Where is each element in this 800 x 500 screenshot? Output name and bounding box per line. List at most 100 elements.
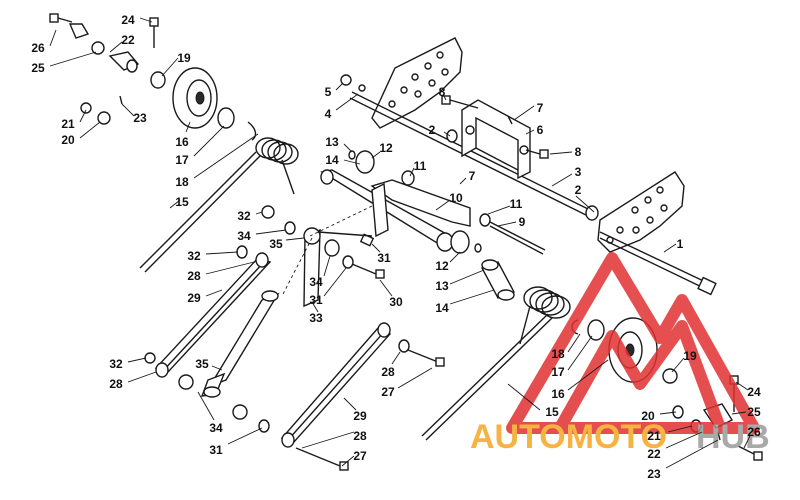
callout-number-32: 32 [237,209,251,223]
callout-leader-22 [109,41,123,53]
callout-leader-8 [549,151,573,155]
shock-absorber-35 [200,290,280,398]
washer-2a [446,129,458,143]
callout-leader-8 [443,95,447,101]
callout-number-34: 34 [237,229,251,243]
callout-number-15: 15 [545,405,559,419]
callout-leader-35 [211,365,223,371]
callout-number-22: 22 [121,33,135,47]
watermark-text-hub: HUB [696,418,770,456]
front-arm-tube [320,169,471,252]
callout-number-35: 35 [195,357,209,371]
callout-number-4: 4 [325,107,332,121]
callout-leader-15 [507,383,541,411]
callout-number-18: 18 [175,175,189,189]
callout-number-28: 28 [381,365,395,379]
callout-number-31: 31 [209,443,223,457]
callout-number-31: 31 [309,293,323,307]
callout-number-19: 19 [683,349,697,363]
watermark-text-main: AUTOMOTO [470,418,667,456]
callout-number-34: 34 [209,421,223,435]
bolt-8-lower [525,149,549,159]
watermark-triangle [506,252,760,434]
pin-7a [507,115,513,125]
callout-number-35: 35 [269,237,283,251]
callout-leader-15 [169,199,181,209]
bolt-8-upper [441,95,479,109]
callout-leader-7 [513,105,535,121]
callout-number-22: 22 [647,447,661,461]
callout-leader-29 [343,397,357,411]
callout-leader-20 [79,121,101,139]
callout-leader-19 [671,357,685,373]
callout-number-8: 8 [575,145,582,159]
callout-number-17: 17 [175,153,189,167]
callout-number-26: 26 [747,425,761,439]
callout-leader-5 [335,83,343,91]
callout-leader-22 [665,431,703,449]
callout-leader-17 [567,335,593,371]
callout-number-28: 28 [353,429,367,443]
callout-number-21: 21 [61,117,75,131]
callout-number-24: 24 [747,385,761,399]
callout-number-11: 11 [414,159,427,173]
callout-number-27: 27 [353,449,367,463]
callout-leader-11 [487,205,511,215]
callout-leader-4 [335,93,359,111]
callout-leader-31 [371,243,381,253]
callout-number-20: 20 [61,133,75,147]
callout-leader-28 [205,261,255,275]
callout-number-27: 27 [381,385,395,399]
callout-leader-28 [301,431,355,449]
callout-number-16: 16 [175,135,189,149]
frame-rail-upper [371,37,463,129]
callout-leader-13 [449,269,485,285]
callout-leader-35 [285,237,305,241]
callout-number-16: 16 [551,387,565,401]
callout-leader-7 [459,177,467,185]
callout-leader-12 [371,151,381,159]
callout-number-31: 31 [377,251,391,265]
callout-leader-29 [205,289,223,297]
callout-leader-23 [121,103,135,117]
callout-leader-6 [525,129,535,135]
callout-leader-25 [731,411,747,415]
callout-leader-24 [735,381,749,391]
callout-leader-14 [343,159,361,165]
callout-number-6: 6 [537,123,544,137]
callout-number-28: 28 [187,269,201,283]
callout-leader-14 [449,289,495,305]
callout-number-32: 32 [187,249,201,263]
callout-number-3: 3 [575,165,582,179]
callout-leader-17 [193,125,225,157]
callout-number-29: 29 [187,291,201,305]
callout-leader-26 [743,435,751,449]
callout-leader-25 [49,51,97,67]
callout-number-7: 7 [469,169,476,183]
callout-number-5: 5 [325,85,332,99]
callout-leader-32 [255,211,263,215]
callout-number-15: 15 [175,195,189,209]
callout-leader-28 [127,371,157,383]
wheel-upper-left [150,67,235,129]
callout-leader-16 [185,121,191,133]
callout-leader-11 [409,167,415,177]
nut-4 [340,74,366,92]
callout-leader-19 [161,57,179,77]
callout-number-14: 14 [435,301,449,315]
callout-leader-1 [663,243,677,253]
callout-number-13: 13 [435,279,449,293]
callout-leader-21 [79,109,87,123]
callout-number-8: 8 [439,85,446,99]
callout-number-2: 2 [429,123,436,137]
callout-number-1: 1 [677,237,684,251]
cross-shaft-1 [599,231,717,296]
callout-leader-28 [391,351,401,365]
callout-number-12: 12 [435,259,449,273]
callout-leader-13 [343,143,353,153]
callout-leader-27 [341,455,355,467]
callout-leader-20 [659,411,677,415]
callout-leader-16 [567,359,609,391]
